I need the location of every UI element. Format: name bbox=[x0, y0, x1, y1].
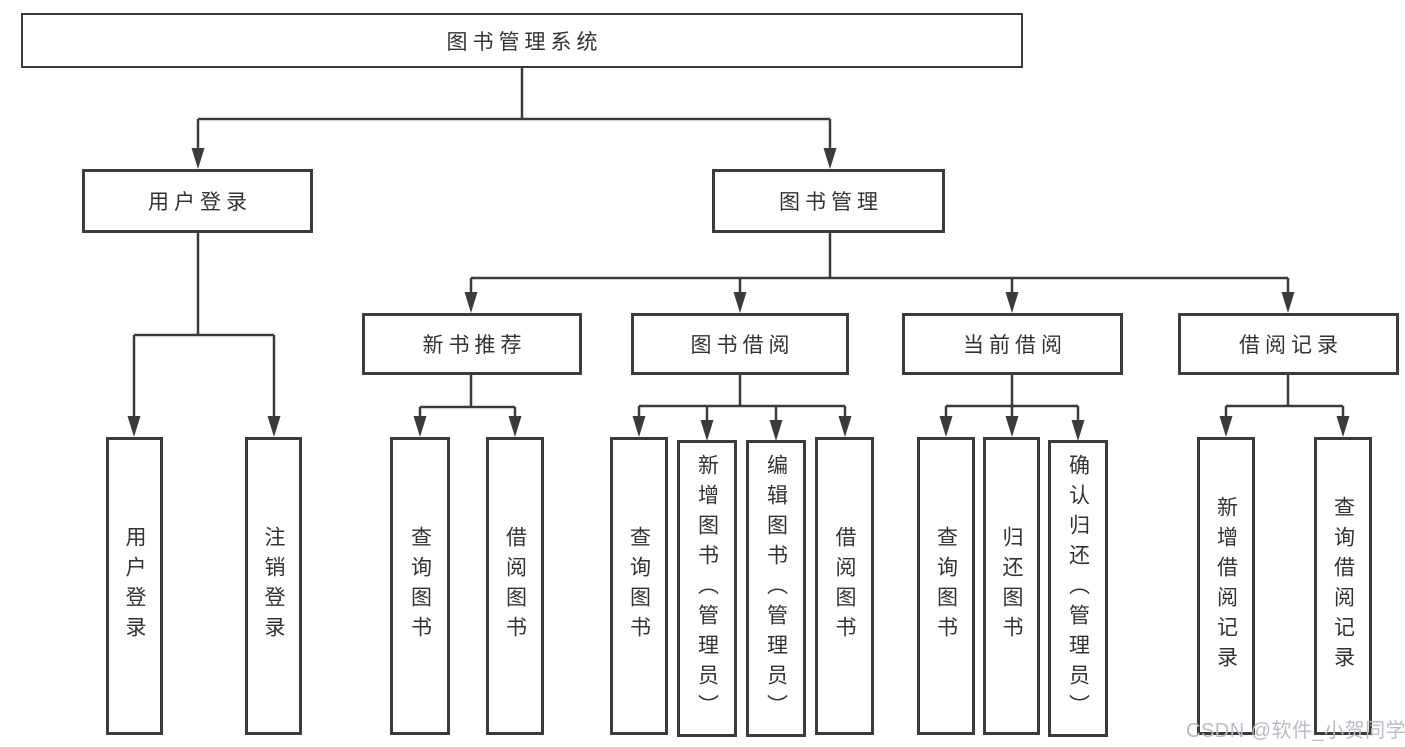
node-user-login: 用户登录 bbox=[82, 169, 313, 233]
node-label: 当前借阅 bbox=[963, 334, 1067, 357]
node-borrow-record: 借阅记录 bbox=[1178, 313, 1399, 375]
arrowhead bbox=[700, 420, 714, 441]
node-root: 图书管理系统 bbox=[21, 13, 1023, 68]
node-label: 查询图书 bbox=[627, 526, 651, 646]
node-label: 查询图书 bbox=[408, 526, 432, 646]
connector-root-to-level2 bbox=[196, 68, 832, 153]
leaf-add-borrow-record: 新增借阅记录 bbox=[1197, 437, 1255, 735]
node-label: 新书推荐 bbox=[422, 334, 527, 357]
arrowhead bbox=[1281, 292, 1295, 313]
arrowhead bbox=[1071, 420, 1085, 441]
connector-book-borrow-children bbox=[637, 375, 847, 425]
arrowhead bbox=[769, 420, 783, 441]
leaf-confirm-return-admin: 确认归还（管理员） bbox=[1048, 440, 1108, 737]
node-label: 用户登录 bbox=[148, 191, 252, 214]
arrowhead bbox=[1219, 416, 1233, 437]
leaf-edit-books-admin: 编辑图书（管理员） bbox=[746, 440, 806, 737]
leaf-user-login: 用户登录 bbox=[106, 437, 163, 735]
arrowhead bbox=[464, 292, 478, 313]
connector-new-book-recommend-children bbox=[418, 375, 517, 421]
node-book-management: 图书管理 bbox=[712, 169, 945, 233]
csdn-watermark: CSDN @软件_小贺同学 bbox=[1186, 720, 1405, 742]
arrowhead bbox=[1336, 416, 1350, 437]
node-label: 注销登录 bbox=[262, 526, 285, 646]
arrowhead bbox=[1005, 292, 1019, 313]
node-label: 查询图书 bbox=[934, 526, 958, 646]
arrowhead bbox=[1005, 416, 1019, 437]
node-label: 新增图书（管理员） bbox=[695, 453, 719, 724]
leaf-query-books-borrow: 查询图书 bbox=[610, 437, 668, 735]
arrowhead bbox=[413, 416, 427, 437]
leaf-query-borrow-record: 查询借阅记录 bbox=[1314, 437, 1372, 735]
node-label: 新增借阅记录 bbox=[1214, 496, 1238, 676]
node-label: 借阅记录 bbox=[1239, 334, 1343, 357]
node-label: 用户登录 bbox=[123, 526, 146, 646]
leaf-query-books-recommend: 查询图书 bbox=[390, 437, 450, 735]
arrowhead bbox=[838, 416, 852, 437]
node-current-borrow: 当前借阅 bbox=[902, 313, 1123, 375]
arrowhead bbox=[823, 148, 837, 169]
leaf-add-books-admin: 新增图书（管理员） bbox=[677, 440, 737, 737]
arrowhead bbox=[191, 148, 205, 169]
leaf-borrow-books: 借阅图书 bbox=[815, 437, 874, 735]
node-book-borrow: 图书借阅 bbox=[631, 313, 849, 375]
node-label: 归还图书 bbox=[1000, 526, 1023, 646]
connector-book-management-children bbox=[469, 233, 1290, 297]
leaf-borrow-books-recommend: 借阅图书 bbox=[486, 437, 544, 735]
connector-borrow-record-children bbox=[1224, 375, 1345, 421]
node-label: 确认归还（管理员） bbox=[1066, 453, 1090, 724]
connector-user-login-children bbox=[132, 233, 276, 421]
node-label: 图书管理系统 bbox=[446, 30, 603, 54]
arrowheads bbox=[127, 148, 1350, 441]
connector-current-borrow-children bbox=[944, 375, 1080, 425]
arrowhead bbox=[508, 416, 522, 437]
leaf-query-books-current: 查询图书 bbox=[917, 437, 975, 735]
node-label: 借阅图书 bbox=[503, 526, 527, 646]
node-label: 图书管理 bbox=[779, 191, 883, 214]
node-label: 图书借阅 bbox=[690, 334, 795, 357]
node-new-book-recommend: 新书推荐 bbox=[362, 313, 582, 375]
node-label: 编辑图书（管理员） bbox=[764, 453, 788, 724]
leaf-logout: 注销登录 bbox=[245, 437, 302, 735]
arrowhead bbox=[127, 416, 141, 437]
leaf-return-books: 归还图书 bbox=[983, 437, 1040, 735]
node-label: 查询借阅记录 bbox=[1331, 496, 1355, 676]
node-label: 借阅图书 bbox=[833, 526, 856, 646]
arrowhead bbox=[632, 416, 646, 437]
arrowhead bbox=[733, 292, 747, 313]
arrowhead bbox=[267, 416, 281, 437]
arrowhead bbox=[939, 416, 953, 437]
